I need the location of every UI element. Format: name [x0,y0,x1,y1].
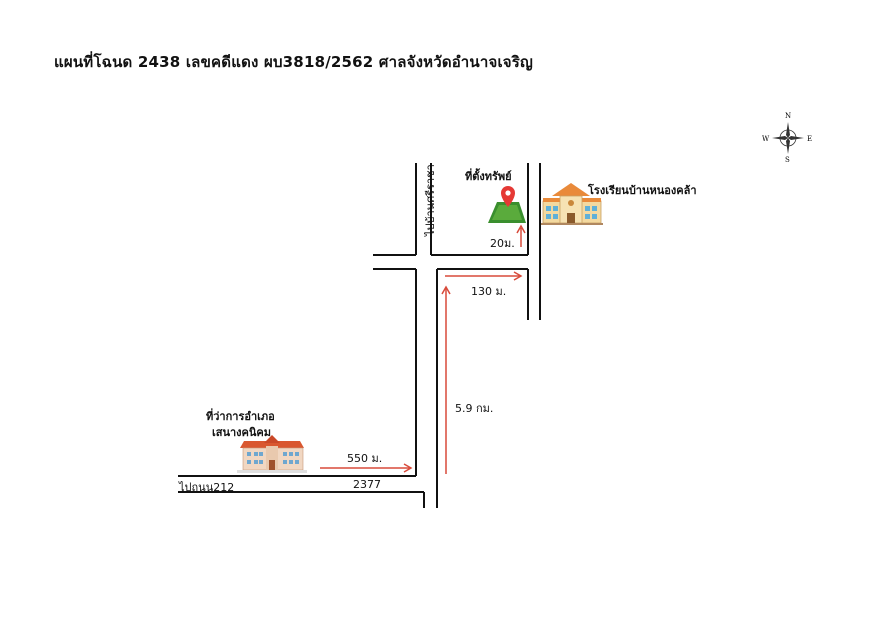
arrow-550-head [403,463,413,473]
compass-w: W [762,135,770,143]
district-office-label-line2: เสนางคนิคม [212,426,272,439]
distance-5-9km: 5.9 กม. [455,402,494,415]
arrow-130-head [513,271,523,281]
district-office-icon [237,435,307,473]
map-title: แผนที่โฉนด 2438 เลขคดีแดง ผบ3818/2562 ศา… [54,53,534,71]
arrow-20-head [516,224,526,234]
route-arrows [320,224,526,474]
property-label: ที่ตั้งทรัพย์ [465,170,512,183]
compass-n: N [785,112,791,120]
roads [178,163,541,508]
road-2377-label: 2377 [353,478,381,491]
distance-130m: 130 ม. [471,285,507,298]
school-building-icon [541,183,603,225]
property-marker-icon [488,186,526,223]
arrow-5-9km-head [441,285,451,295]
road-212-label: ไปถนน212 [179,481,235,494]
school-label: โรงเรียนบ้านหนองคล้า [588,184,697,197]
road-srirach-label: ไปบ้านศรีราชา [424,164,437,236]
compass-s: S [785,156,790,164]
compass-e: E [807,135,812,143]
compass-rose-icon: N S E W [762,112,812,164]
district-office-label-line1: ที่ว่าการอำเภอ [206,410,275,423]
distance-20m: 20ม. [490,237,515,250]
distance-550m: 550 ม. [347,452,383,465]
